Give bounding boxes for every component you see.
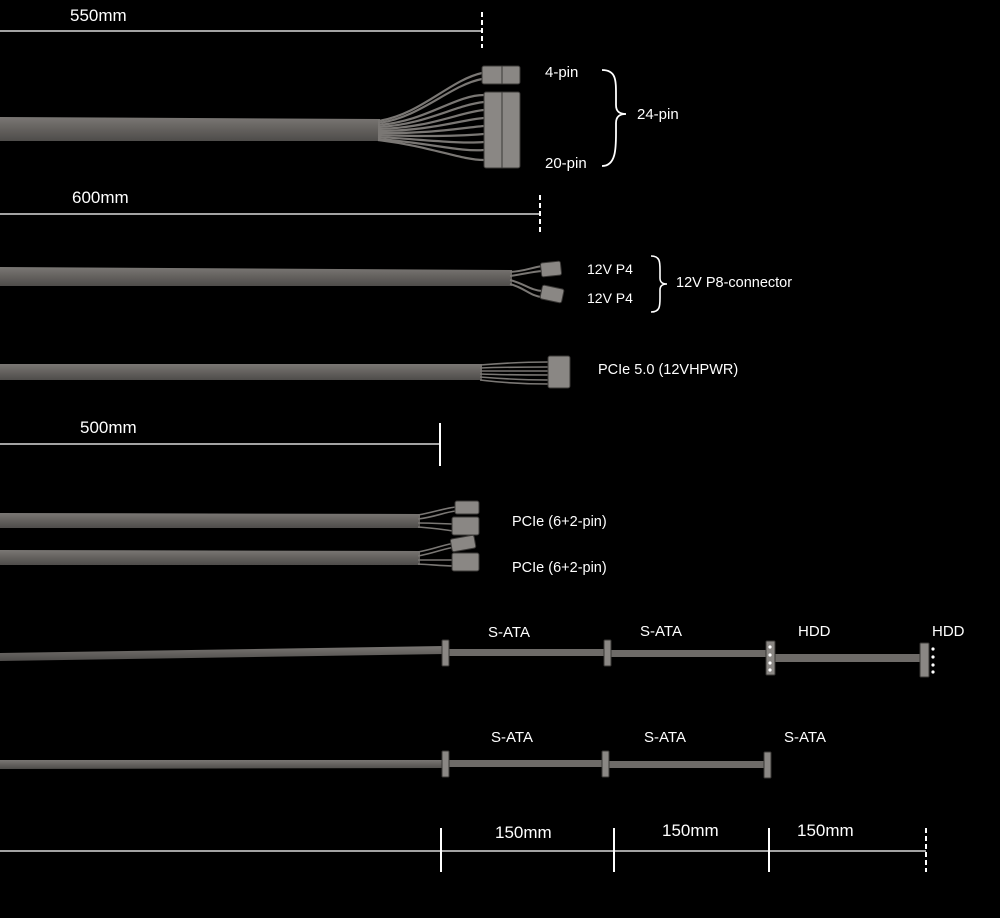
measure-label-150-c: 150mm xyxy=(797,821,854,840)
label-12v-p4-a: 12V P4 xyxy=(587,261,633,277)
measure-label-600: 600mm xyxy=(72,188,129,207)
label-12v-p4-b: 12V P4 xyxy=(587,290,633,306)
connector-12v-p4-a xyxy=(540,260,562,278)
measure-150mm xyxy=(0,828,927,872)
label-hdd-1: HDD xyxy=(798,623,831,640)
label-pcie5: PCIe 5.0 (12VHPWR) xyxy=(598,362,738,378)
connector-4pin xyxy=(481,65,521,85)
measure-600mm: 600mm xyxy=(0,188,541,232)
label-4pin: 4-pin xyxy=(545,64,578,81)
sata-connector-1 xyxy=(441,639,450,667)
label-sata-3: S-ATA xyxy=(784,729,826,746)
label-hdd-2: HDD xyxy=(932,623,965,640)
atx-24pin-cable xyxy=(0,65,521,169)
label-20pin: 20-pin xyxy=(545,155,587,172)
connector-pcie-2pin-b xyxy=(449,534,477,553)
label-pcie-1: PCIe (6+2-pin) xyxy=(512,514,607,530)
label-pcie-2: PCIe (6+2-pin) xyxy=(512,560,607,576)
label-sata-hdd-2: S-ATA xyxy=(640,623,682,640)
measure-500mm: 500mm xyxy=(0,418,441,466)
sata-connector-2 xyxy=(603,639,612,667)
label-24pin: 24-pin xyxy=(637,106,679,123)
measure-label-150-a: 150mm xyxy=(495,823,552,842)
label-sata-hdd-1: S-ATA xyxy=(488,624,530,641)
sata-hdd-cable xyxy=(0,639,935,678)
sata-connector-b xyxy=(601,750,610,778)
measure-label-500: 500mm xyxy=(80,418,137,437)
brace-12v xyxy=(650,255,668,313)
measure-550mm: 550mm xyxy=(0,6,483,48)
connector-12vhpwr xyxy=(547,355,571,389)
measure-label-550: 550mm xyxy=(70,6,127,25)
connector-pcie-2pin-a xyxy=(454,500,480,515)
label-12v-p8: 12V P8-connector xyxy=(676,275,792,291)
sata-cable xyxy=(0,750,772,779)
measure-label-150-b: 150mm xyxy=(662,821,719,840)
label-sata-1: S-ATA xyxy=(491,729,533,746)
sata-connector-a xyxy=(441,750,450,778)
connector-pcie-6pin-b xyxy=(451,552,480,572)
connector-pcie-6pin-a xyxy=(451,516,480,536)
pcie5-cable xyxy=(0,355,571,389)
brace-24pin xyxy=(601,69,627,167)
cpu-12v-cable xyxy=(0,260,565,304)
hdd-connector-1 xyxy=(765,640,776,676)
connector-12v-p4-b xyxy=(539,284,565,304)
sata-connector-c xyxy=(763,751,772,779)
label-sata-2: S-ATA xyxy=(644,729,686,746)
hdd-connector-2 xyxy=(919,642,930,678)
pcie-cable-2 xyxy=(0,534,480,572)
pcie-cable-1 xyxy=(0,500,480,536)
